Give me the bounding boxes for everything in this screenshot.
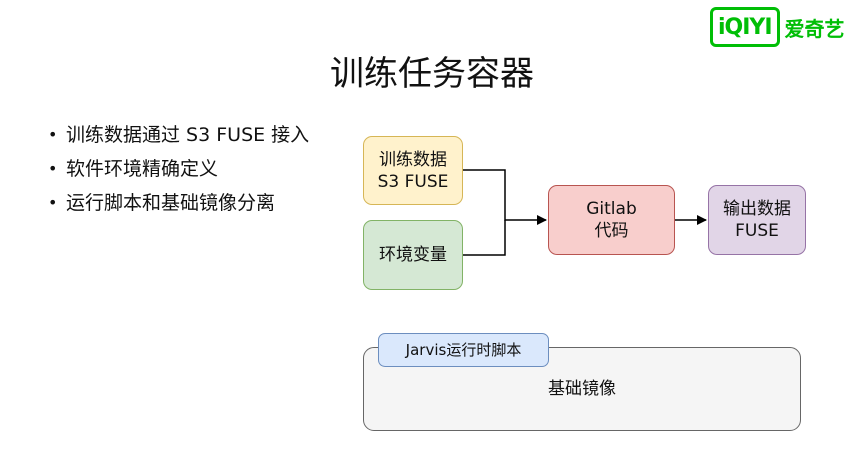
jarvis-runtime-script-label: Jarvis运行时脚本 [405, 341, 522, 359]
bullet-text: 运行脚本和基础镜像分离 [66, 192, 276, 214]
environment-variables-node: 环境变量 [363, 220, 463, 290]
jarvis-runtime-script-node: Jarvis运行时脚本 [378, 333, 549, 367]
bullet-item: • 训练数据通过 S3 FUSE 接入 [48, 118, 309, 152]
bullet-item: • 运行脚本和基础镜像分离 [48, 186, 309, 220]
output-data-label: 输出数据 [723, 199, 791, 219]
gitlab-label: Gitlab [586, 199, 637, 219]
edge-env-to-gitlab [463, 220, 506, 256]
iqiyi-logo-mark: iQIYI [710, 7, 780, 47]
iqiyi-logo: iQIYI 爱奇艺 [710, 7, 845, 47]
bullet-dot-icon: • [48, 125, 58, 144]
bullet-text: 软件环境精确定义 [66, 158, 219, 180]
training-data-node: 训练数据 S3 FUSE [363, 136, 463, 205]
bullet-text: 训练数据通过 S3 FUSE 接入 [66, 124, 310, 146]
base-image-label: 基础镜像 [548, 379, 616, 399]
training-data-sublabel: S3 FUSE [377, 171, 449, 192]
iqiyi-logo-text: 爱奇艺 [784, 16, 845, 41]
slide-title: 训练任务容器 [330, 54, 534, 94]
bullet-item: • 软件环境精确定义 [48, 152, 309, 186]
gitlab-sublabel: 代码 [594, 221, 629, 241]
edge-data-to-gitlab [463, 169, 547, 225]
output-data-node: 输出数据 FUSE [708, 185, 806, 255]
training-data-label: 训练数据 [379, 149, 447, 170]
bullet-dot-icon: • [48, 159, 58, 178]
output-data-sublabel: FUSE [735, 221, 779, 241]
bullet-dot-icon: • [48, 193, 58, 212]
bullet-list: • 训练数据通过 S3 FUSE 接入 • 软件环境精确定义 • 运行脚本和基础镜像分… [48, 118, 309, 220]
environment-variables-label: 环境变量 [379, 245, 447, 265]
gitlab-code-node: Gitlab 代码 [548, 185, 675, 255]
